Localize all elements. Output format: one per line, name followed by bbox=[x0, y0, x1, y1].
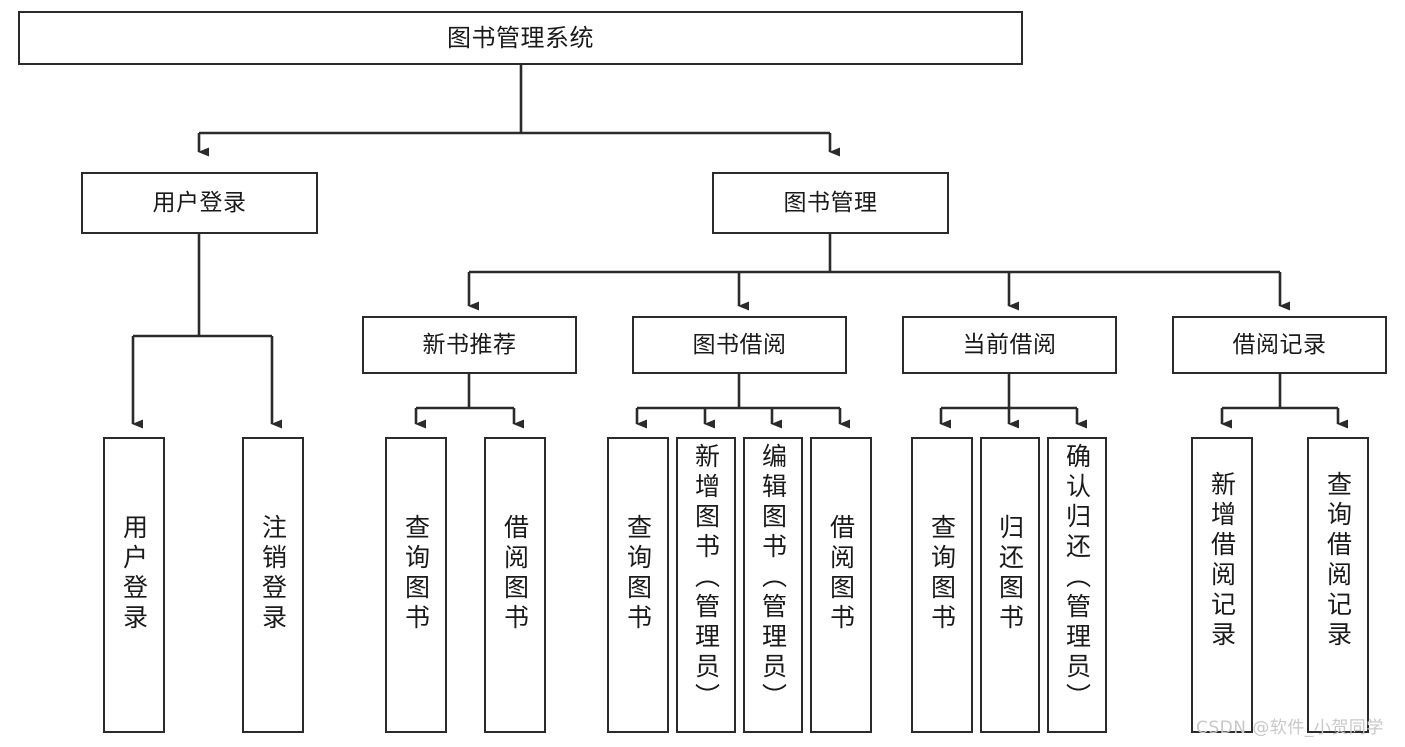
node-book-borrow[interactable]: 图书借阅 bbox=[632, 316, 847, 374]
node-label: 新增图书（管理员） bbox=[691, 443, 721, 713]
node-label: 确认归还（管理员） bbox=[1062, 443, 1092, 713]
node-leaf-query-book-3[interactable]: 查询图书 bbox=[911, 437, 973, 733]
node-root-system[interactable]: 图书管理系统 bbox=[18, 11, 1023, 65]
node-label: 用户登录 bbox=[152, 189, 247, 216]
node-label: 新增借阅记录 bbox=[1207, 471, 1237, 651]
node-leaf-logout[interactable]: 注销登录 bbox=[242, 437, 304, 733]
node-label: 归还图书 bbox=[995, 514, 1025, 634]
node-label: 图书借阅 bbox=[692, 331, 787, 358]
node-borrow-record[interactable]: 借阅记录 bbox=[1172, 316, 1387, 374]
node-leaf-query-book-1[interactable]: 查询图书 bbox=[385, 437, 447, 733]
node-label: 借阅记录 bbox=[1232, 331, 1327, 358]
node-label: 查询图书 bbox=[401, 514, 431, 634]
node-leaf-return-book[interactable]: 归还图书 bbox=[980, 437, 1040, 733]
node-label: 查询借阅记录 bbox=[1323, 471, 1353, 651]
node-current-borrow[interactable]: 当前借阅 bbox=[902, 316, 1117, 374]
node-label: 编辑图书（管理员） bbox=[758, 443, 788, 713]
csdn-watermark: CSDN @软件_小贺同学 bbox=[1196, 718, 1384, 738]
node-label: 用户登录 bbox=[119, 514, 149, 634]
node-label: 查询图书 bbox=[623, 514, 653, 634]
node-leaf-edit-book[interactable]: 编辑图书（管理员） bbox=[743, 437, 803, 733]
node-label: 借阅图书 bbox=[826, 514, 856, 634]
node-leaf-borrow-book-2[interactable]: 借阅图书 bbox=[810, 437, 872, 733]
node-label: 借阅图书 bbox=[500, 514, 530, 634]
node-leaf-user-login[interactable]: 用户登录 bbox=[103, 437, 165, 733]
node-label: 当前借阅 bbox=[962, 331, 1057, 358]
node-label: 查询图书 bbox=[927, 514, 957, 634]
node-leaf-query-book-2[interactable]: 查询图书 bbox=[607, 437, 669, 733]
node-user-login[interactable]: 用户登录 bbox=[81, 172, 318, 234]
node-label: 图书管理系统 bbox=[447, 24, 594, 52]
node-book-management[interactable]: 图书管理 bbox=[712, 172, 949, 234]
node-label: 新书推荐 bbox=[422, 331, 517, 358]
node-leaf-query-record[interactable]: 查询借阅记录 bbox=[1307, 437, 1369, 733]
node-new-book-recommend[interactable]: 新书推荐 bbox=[362, 316, 577, 374]
node-label: 注销登录 bbox=[258, 514, 288, 634]
node-leaf-add-record[interactable]: 新增借阅记录 bbox=[1191, 437, 1253, 733]
node-leaf-borrow-book-1[interactable]: 借阅图书 bbox=[484, 437, 546, 733]
node-leaf-confirm-return[interactable]: 确认归还（管理员） bbox=[1047, 437, 1107, 733]
node-label: 图书管理 bbox=[783, 189, 878, 216]
node-leaf-add-book[interactable]: 新增图书（管理员） bbox=[676, 437, 736, 733]
